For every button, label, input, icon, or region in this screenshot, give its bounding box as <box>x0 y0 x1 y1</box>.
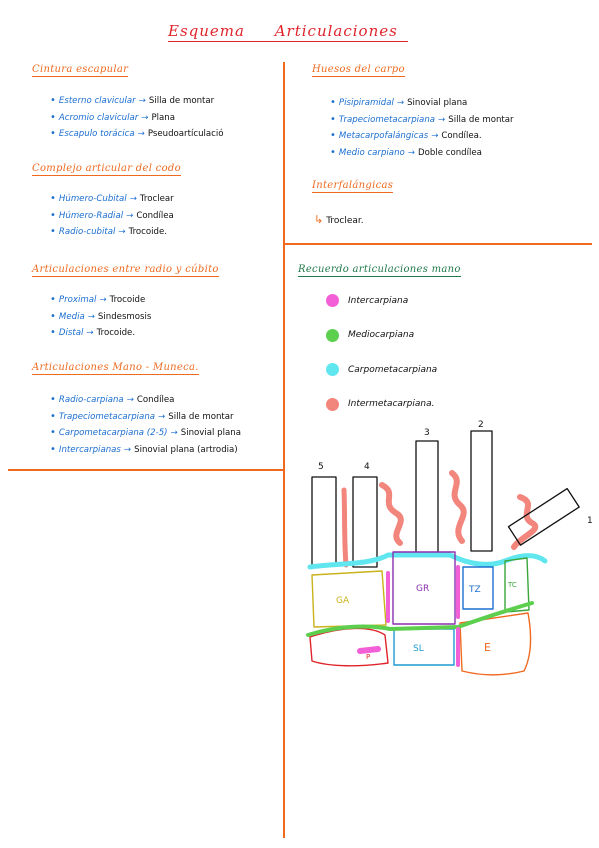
hand-diagram: 5 4 3 2 1 GA GR TZ TC SL E P <box>306 420 593 676</box>
list-cintura-escapular: •Esterno clavicular→Silla de montar •Acr… <box>50 93 224 143</box>
legend-swatch <box>326 328 339 342</box>
list-item: •Húmero-Radial→Condílea <box>50 209 174 221</box>
list-item: •Esterno clavicular→Silla de montar <box>50 95 215 106</box>
bone-trapecio <box>504 557 530 613</box>
list-huesos-carpo: •Pisipiramidal→Sinovial plana •Trapeciom… <box>330 95 514 161</box>
midcarpal-line <box>306 601 534 637</box>
metacarpal-4 <box>352 476 378 568</box>
bone-grande <box>392 551 456 625</box>
finger-number-5: 5 <box>318 462 324 472</box>
bone-ganchoso <box>311 570 387 628</box>
list-item: •Carpometacarpiana (2-5)→Sinovial plana <box>50 427 241 438</box>
label-sl: SL <box>413 644 424 654</box>
legend-item-intercarpiana: Intercarpiana <box>326 292 437 309</box>
metacarpal-2 <box>470 430 493 552</box>
legend-item-carpometacarpiana: Carpometacarpiana <box>326 361 437 378</box>
heading-recuerdo-mano: Recuerdo articulaciones mano <box>298 264 461 277</box>
list-item: •Pisipiramidal→Sinovial plana <box>330 97 468 108</box>
left-horizontal-divider <box>8 469 284 471</box>
finger-number-1: 1 <box>587 516 593 526</box>
list-item: •Radio-cubital→Trocoide. <box>50 226 168 237</box>
legend-swatch <box>326 363 339 376</box>
page-title: Esquema Articulaciones <box>168 22 408 42</box>
list-complejo-codo: •Húmero-Cubital→Troclear •Húmero-Radial→… <box>50 191 174 241</box>
finger-number-4: 4 <box>364 462 370 472</box>
heading-huesos-carpo: Huesos del carpo <box>312 64 405 77</box>
metacarpal-5 <box>311 476 337 566</box>
heading-radio-cubito: Articulaciones entre radio y cúbito <box>32 264 219 277</box>
label-tz: TZ <box>468 585 481 595</box>
label-ga: GA <box>336 596 350 606</box>
intermetacarpal-line-45 <box>341 487 349 568</box>
list-item: •Radio-carpiana→Condílea <box>50 394 175 405</box>
metacarpal-1 <box>507 487 580 546</box>
list-mano-muneca: •Radio-carpiana→Condílea •Trapeciometaca… <box>50 392 241 458</box>
heading-complejo-codo: Complejo articular del codo <box>32 163 181 176</box>
intercarpal-line-4 <box>357 646 381 654</box>
intermetacarpal-line-23 <box>449 470 467 544</box>
metacarpal-3 <box>415 440 439 554</box>
vertical-divider <box>283 62 285 838</box>
list-item: •Proximal→Trocoide <box>50 294 146 305</box>
list-item: •Medio carpiano→Doble condílea <box>330 146 482 158</box>
bone-semilunar <box>393 628 455 666</box>
right-horizontal-divider <box>284 243 592 245</box>
list-item: •Trapeciometacarpiana→Silla de montar <box>330 113 514 125</box>
intermetacarpal-line-34 <box>379 482 404 546</box>
bone-escafoides <box>459 612 532 676</box>
label-e: E <box>484 641 491 654</box>
legend-item-intermetacarpiana: Intermetacarpiana. <box>326 396 437 413</box>
intermetacarpal-line-12 <box>511 494 539 550</box>
list-item: •Media→Sindesmosis <box>50 310 152 322</box>
list-item: •Acromio clavicular→Plana <box>50 111 176 123</box>
hook-arrow-icon: ↳ <box>314 213 324 226</box>
legend: Intercarpiana Mediocarpiana Carpometacar… <box>326 292 437 430</box>
heading-interfalangicas: Interfalángicas <box>312 180 394 193</box>
interfalangicas-note: ↳Troclear. <box>314 213 364 226</box>
label-tc: TC <box>507 581 517 589</box>
legend-swatch <box>326 294 339 307</box>
legend-item-mediocarpiana: Mediocarpiana <box>326 327 437 344</box>
list-radio-cubito: •Proximal→Trocoide •Media→Sindesmosis •D… <box>50 292 151 342</box>
finger-number-3: 3 <box>424 428 430 438</box>
list-item: •Metacarpofalángicas→Condílea. <box>330 130 482 141</box>
heading-cintura-escapular: Cintura escapular <box>32 64 129 77</box>
bone-trapezoide <box>462 566 494 610</box>
list-item: •Escapulo torácica→Pseudoartículació <box>50 128 224 139</box>
list-item: •Distal→Trocoide. <box>50 327 136 338</box>
list-item: •Húmero-Cubital→Troclear <box>50 193 174 204</box>
carpometacarpal-line <box>307 552 548 570</box>
legend-swatch <box>326 397 339 411</box>
heading-mano-muneca: Articulaciones Mano - Muneca. <box>32 362 199 375</box>
finger-number-2: 2 <box>478 420 484 430</box>
label-p: P <box>366 653 370 661</box>
list-item: •Trapeciometacarpiana→Silla de montar <box>50 410 234 422</box>
list-item: •Intercarpianas→Sinovial plana (artrodia… <box>50 443 238 455</box>
label-gr: GR <box>416 584 429 594</box>
